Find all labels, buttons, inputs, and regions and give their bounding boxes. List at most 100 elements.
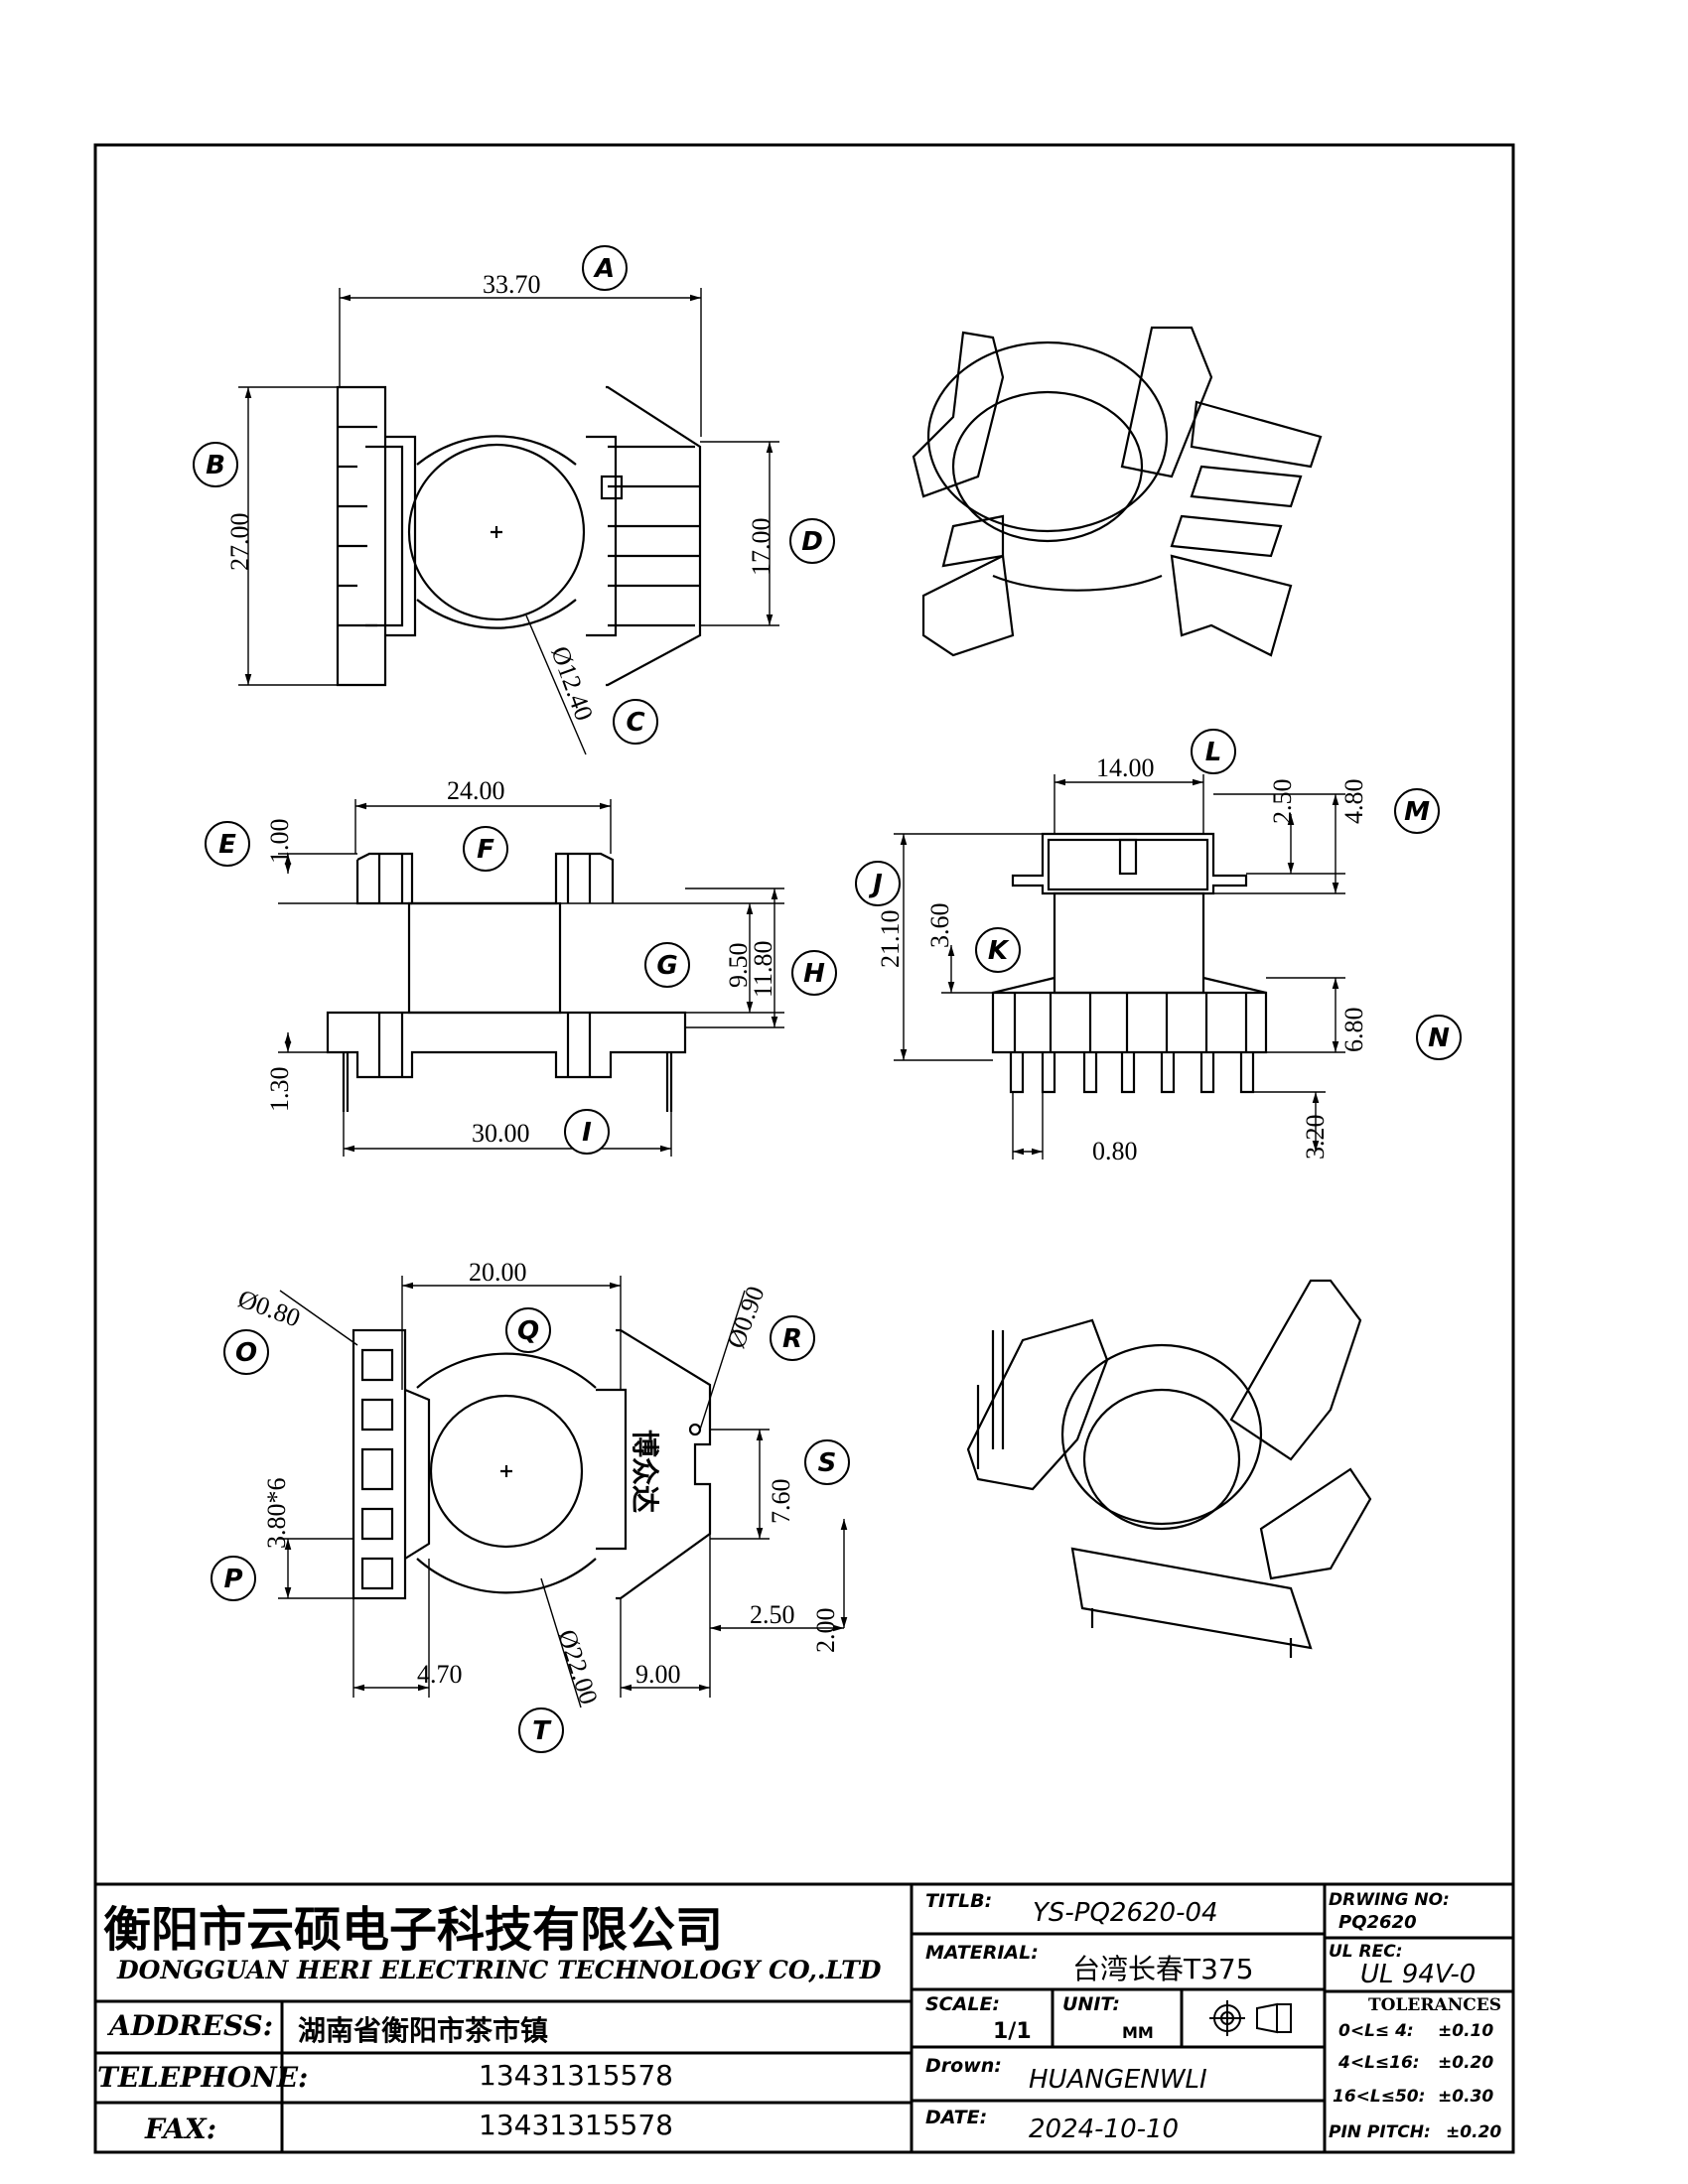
dim-pin-diameter-value: 0.80	[1092, 1137, 1138, 1165]
dim-t-value: Ø22.00	[552, 1626, 603, 1707]
dim-p-value: 3.80*6	[262, 1478, 291, 1550]
dim-2-00-value: 2.00	[811, 1608, 840, 1654]
svg-text:M: M	[1404, 797, 1430, 827]
bubble-p	[211, 1556, 256, 1601]
dim-s-value: 7.60	[767, 1479, 795, 1525]
svg-text:Q: Q	[517, 1316, 539, 1346]
fax-value: 13431315578	[479, 2109, 673, 2141]
title-block-grid	[95, 1882, 1513, 2152]
svg-text:S: S	[818, 1448, 837, 1478]
svg-text:G: G	[656, 951, 677, 981]
date-label: DATE:	[925, 2107, 988, 2128]
svg-text:A: A	[593, 254, 615, 284]
sheet-border	[93, 143, 1515, 2154]
bubble-h	[791, 950, 837, 996]
dim-c-value: Ø12.40	[545, 642, 599, 725]
svg-text:C: C	[626, 708, 644, 738]
dim-r-value: Ø0.90	[721, 1283, 770, 1352]
date-value: 2024-10-10	[1029, 2115, 1180, 2144]
tolerance-1-range: 0<L≤ 4:	[1338, 2021, 1414, 2041]
fax-label: FAX:	[145, 2113, 217, 2145]
dim-d-value: 17.00	[747, 518, 775, 577]
side-view-dimensions	[894, 774, 1345, 1160]
bubble-q	[505, 1307, 551, 1353]
svg-text:L: L	[1205, 738, 1222, 767]
bubble-k	[975, 927, 1021, 973]
bubble-e	[205, 821, 250, 867]
unit-value: MM	[1122, 2023, 1154, 2042]
dim-f-value: 24.00	[447, 776, 505, 805]
title-value: YS-PQ2620-04	[1033, 1898, 1218, 1928]
tolerance-2-value: ±0.20	[1438, 2053, 1494, 2073]
company-name-en: DONGGUAN HERI ELECTRINC TECHNOLOGY CO,.L…	[117, 1956, 882, 1984]
bubble-f	[463, 826, 508, 872]
pin-pitch-value: ±0.20	[1446, 2122, 1502, 2142]
dim-q-value: 20.00	[469, 1258, 527, 1287]
unit-label: UNIT:	[1062, 1993, 1120, 2015]
dim-m-value: 4.80	[1339, 779, 1368, 825]
dim-m2-value: 2.50	[1268, 779, 1297, 825]
bubble-n	[1416, 1015, 1462, 1060]
bottom-view-dimensions	[278, 1276, 848, 1708]
dim-k-value: 3.60	[925, 903, 954, 949]
part-marking: 博众达	[629, 1430, 661, 1513]
bottom-view	[352, 1328, 712, 1600]
top-view	[336, 385, 702, 687]
dim-b-value: 27.00	[225, 513, 254, 572]
scale-label: SCALE:	[925, 1993, 1001, 2015]
dim-g-value: 9.50	[724, 943, 753, 989]
front-view-dimensions	[278, 799, 784, 1157]
bubble-l	[1191, 729, 1236, 774]
bubble-b	[193, 442, 238, 487]
material-value: 台湾长春T375	[1072, 1953, 1254, 1985]
bubble-c	[613, 699, 658, 745]
bubble-s	[804, 1439, 850, 1485]
svg-text:I: I	[582, 1118, 592, 1148]
ul-value: UL 94V-0	[1360, 1960, 1477, 1989]
bubble-m	[1394, 788, 1440, 834]
pin-pitch-label: PIN PITCH:	[1329, 2122, 1431, 2142]
front-view	[326, 852, 687, 1112]
svg-text:F: F	[477, 835, 494, 865]
bubble-j	[855, 861, 901, 906]
drawing-no-value: PQ2620	[1338, 1912, 1417, 1933]
ul-label: UL REC:	[1329, 1942, 1403, 1962]
telephone-label: TELEPHONE:	[97, 2061, 309, 2094]
drawn-value: HUANGENWLI	[1029, 2065, 1207, 2095]
dim-o-value: Ø0.80	[234, 1284, 304, 1332]
bubble-g	[644, 942, 690, 988]
dim-e-value: 1.00	[265, 819, 294, 865]
dim-j-value: 21.10	[876, 910, 905, 969]
dim-h-value: 11.80	[749, 940, 777, 998]
dim-4-70-value: 4.70	[417, 1660, 463, 1689]
material-label: MATERIAL:	[925, 1942, 1039, 1964]
svg-text:P: P	[223, 1565, 242, 1594]
projection-symbol-icon	[1209, 2000, 1292, 2036]
bubble-i	[564, 1109, 610, 1155]
bubble-r	[770, 1315, 815, 1361]
side-view	[991, 832, 1268, 1094]
bubble-o	[223, 1329, 269, 1375]
bubble-t	[518, 1707, 564, 1753]
dim-2-50-value: 2.50	[750, 1600, 795, 1629]
tolerance-3-range: 16<L≤50:	[1333, 2087, 1426, 2107]
svg-text:K: K	[988, 936, 1010, 966]
iso-view-top	[912, 326, 1323, 657]
bubble-a	[582, 245, 628, 291]
svg-text:N: N	[1428, 1024, 1450, 1053]
tolerances-label: TOLERANCES	[1368, 1995, 1501, 2015]
address-value: 湖南省衡阳市茶市镇	[298, 2014, 549, 2047]
telephone-value: 13431315578	[479, 2059, 673, 2092]
tolerance-1-value: ±0.10	[1438, 2021, 1494, 2041]
iso-view-bottom	[966, 1279, 1372, 1658]
company-name-cn: 衡阳市云硕电子科技有限公司	[103, 1902, 724, 1958]
top-view-dimensions	[238, 288, 779, 755]
dim-l-value: 14.00	[1096, 753, 1155, 782]
svg-text:E: E	[218, 830, 236, 860]
svg-text:B: B	[206, 451, 225, 480]
bubble-labels	[193, 245, 1462, 1753]
tolerance-2-range: 4<L≤16:	[1338, 2053, 1420, 2073]
dim-i-value: 30.00	[472, 1119, 530, 1148]
bubble-letters: A B C D E F G H I J K L M N O P Q R S T	[206, 254, 1450, 1746]
drawn-label: Drown:	[925, 2055, 1002, 2077]
